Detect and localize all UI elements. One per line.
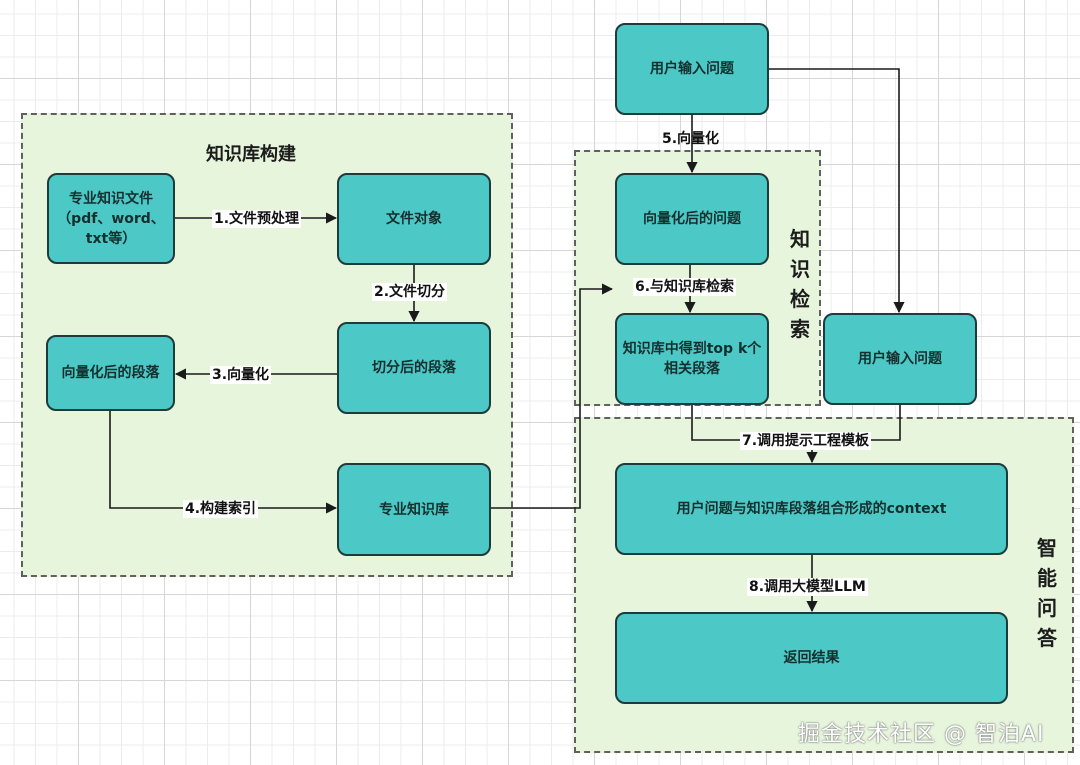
edge-question-to-right — [768, 68, 905, 314]
node-context[interactable]: 用户问题与知识库段落组合形成的context — [615, 463, 1008, 555]
node-split-paragraphs[interactable]: 切分后的段落 — [337, 322, 491, 414]
group-title-knowledge-build: 知识库构建 — [206, 144, 296, 165]
node-knowledge-base[interactable]: 专业知识库 — [337, 463, 491, 556]
edge-label-8: 8.调用大模型LLM — [747, 578, 868, 596]
node-file-object[interactable]: 文件对象 — [337, 173, 491, 265]
group-title-knowledge-retrieve: 知识检索 — [790, 227, 810, 341]
edge-label-5: 5.向量化 — [662, 131, 720, 147]
edge-label-7: 7.调用提示工程模板 — [740, 432, 872, 450]
edge-label-1: 1.文件预处理 — [212, 210, 302, 228]
edge-label-3: 3.向量化 — [210, 366, 272, 384]
edge-label-6: 6.与知识库检索 — [633, 278, 737, 296]
node-result[interactable]: 返回结果 — [615, 612, 1008, 704]
node-topk-paragraphs[interactable]: 知识库中得到top k个相关段落 — [615, 313, 769, 405]
group-title-smart-qa: 智能问答 — [1037, 536, 1057, 650]
node-vector-question[interactable]: 向量化后的问题 — [615, 173, 769, 265]
watermark: 掘金技术社区 @ 智泊AI — [798, 722, 1045, 747]
node-vector-paragraphs[interactable]: 向量化后的段落 — [46, 335, 175, 411]
node-user-question-top[interactable]: 用户输入问题 — [615, 23, 769, 115]
edge-label-4: 4.构建索引 — [183, 500, 259, 518]
node-user-question-right[interactable]: 用户输入问题 — [823, 313, 977, 405]
edge-label-2: 2.文件切分 — [372, 283, 448, 301]
edge-kb-to-retrieve — [490, 283, 614, 509]
edge-4-build-index — [109, 410, 338, 514]
node-source-files[interactable]: 专业知识文件（pdf、word、txt等） — [47, 173, 175, 264]
